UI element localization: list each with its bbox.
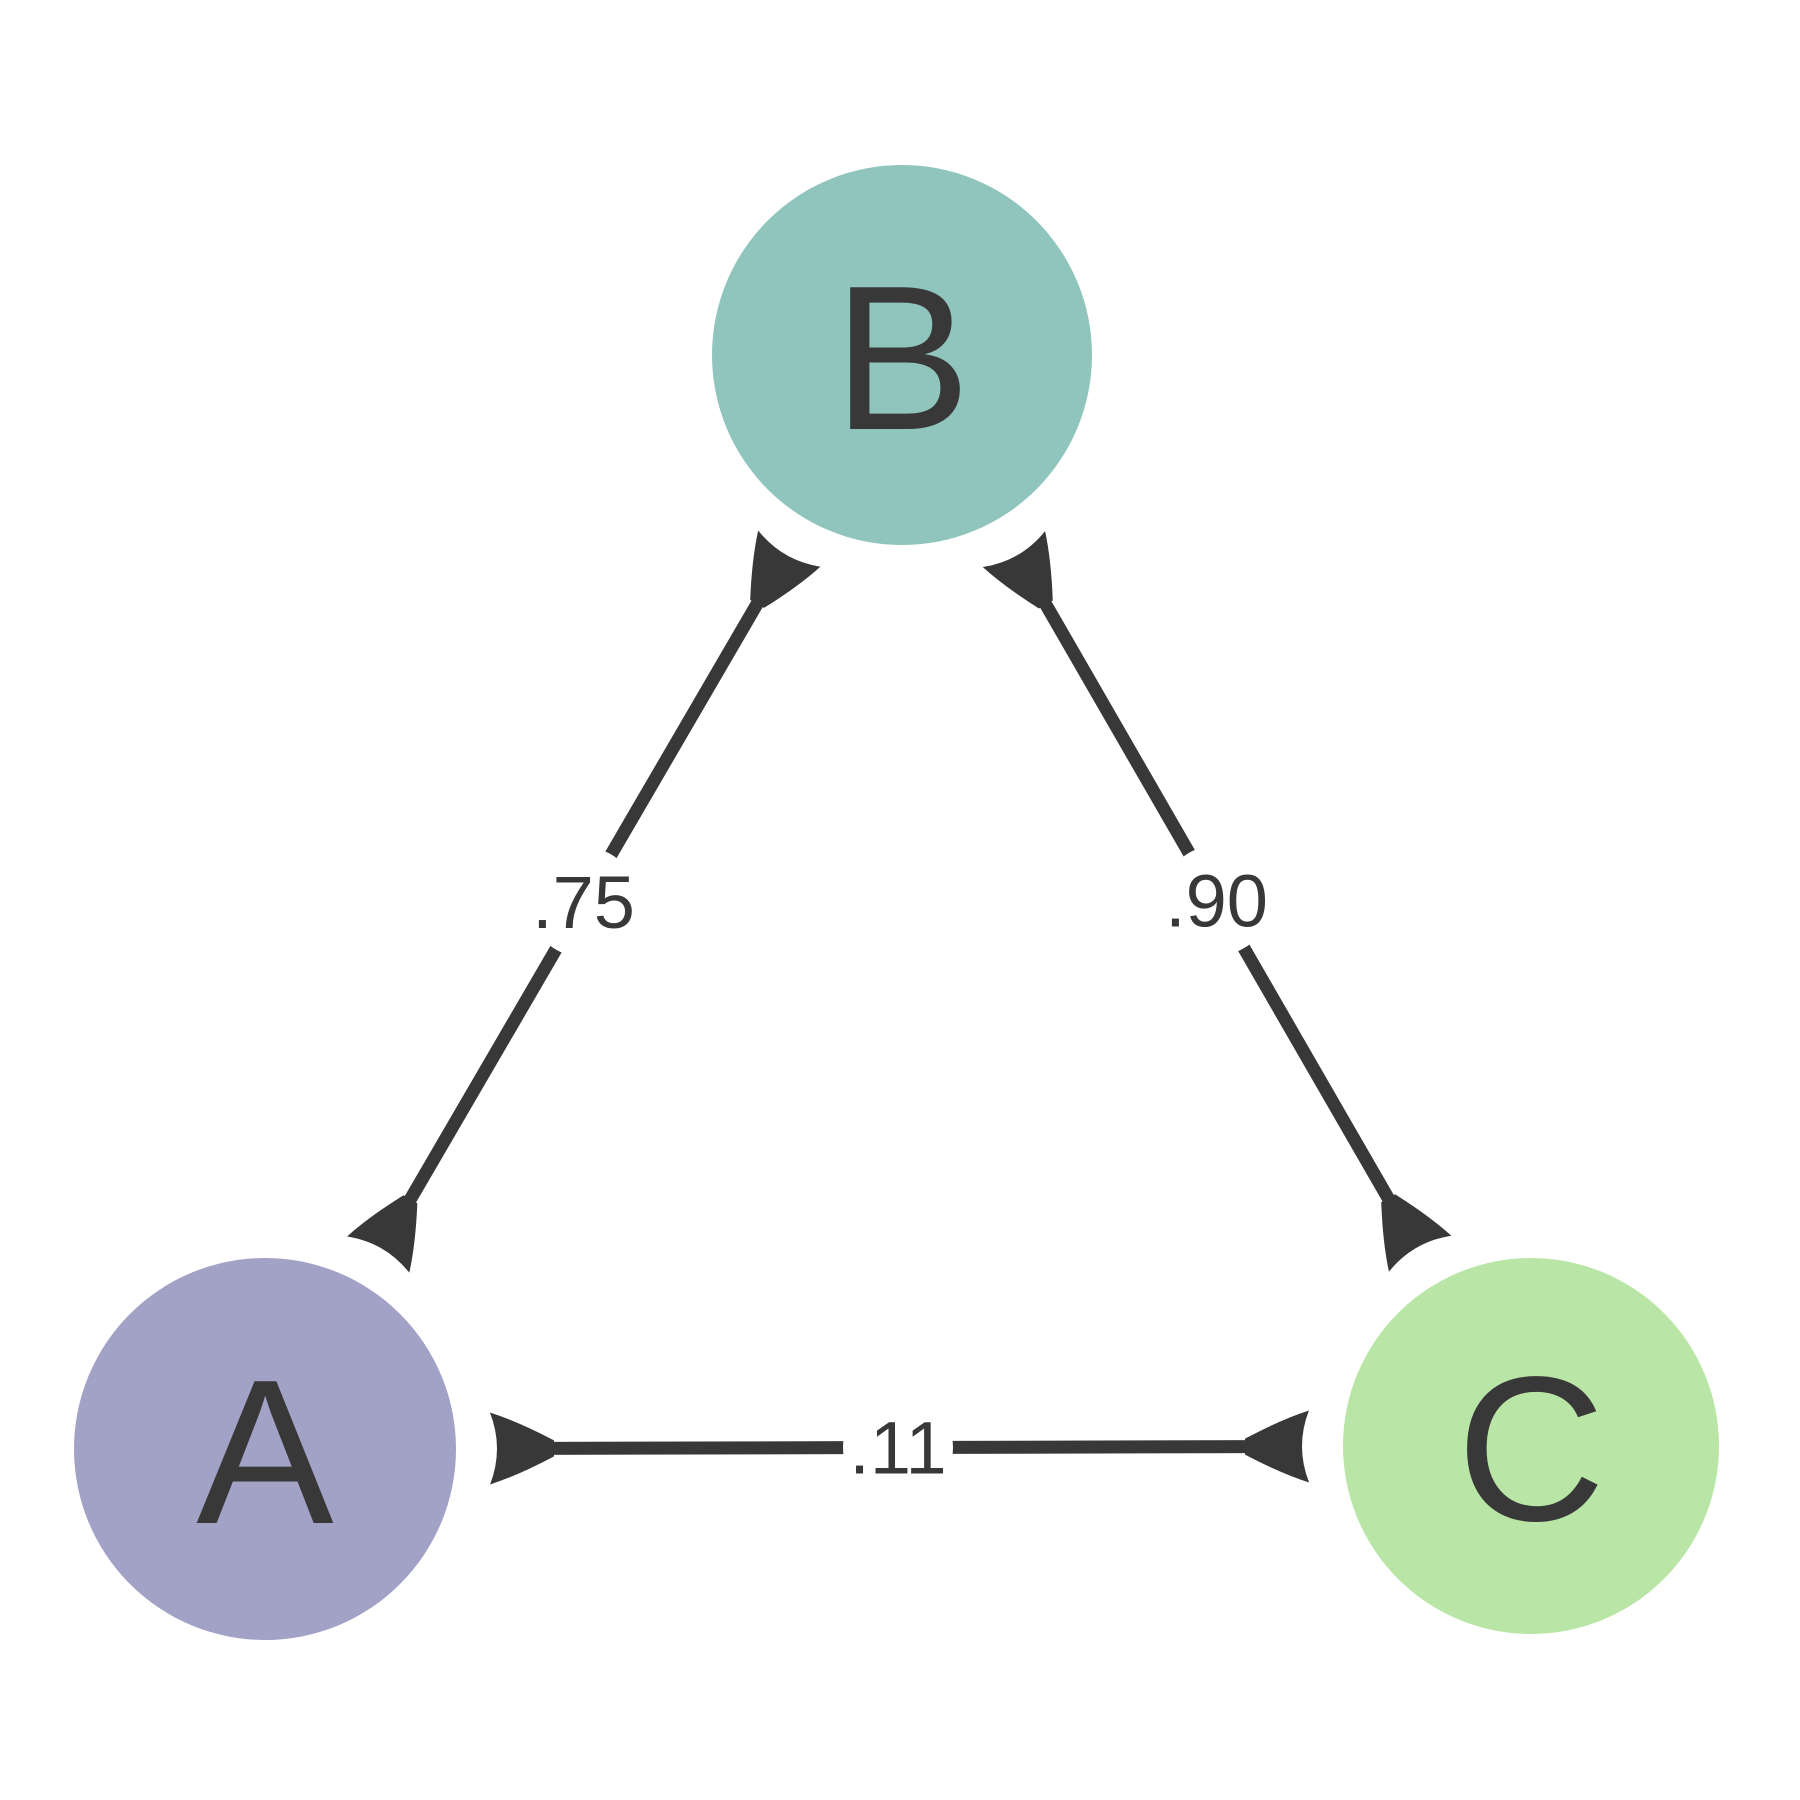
node-circle-B (712, 165, 1092, 545)
node-circle-A (74, 1258, 456, 1640)
node-label-A: A (196, 1337, 333, 1567)
node-C: C (1343, 1258, 1719, 1634)
node-label-C: C (1457, 1334, 1606, 1564)
edge-weight-label-AC: .11 (849, 1407, 946, 1490)
node-circle-C (1343, 1258, 1719, 1634)
node-B: B (712, 165, 1092, 545)
arrowhead-icon-to-B (750, 530, 821, 608)
edge-labels-layer: .75 .90 .11 (528, 845, 1272, 1503)
edge-weight-label-BC: .90 (1165, 860, 1268, 943)
edge-label-window (843, 1392, 953, 1503)
node-label-B: B (833, 243, 970, 473)
arrowhead-icon-to-C (1381, 1194, 1452, 1272)
edge-label-window (1161, 845, 1272, 956)
arrowhead-icon-to-C (1244, 1410, 1310, 1483)
arrowhead-icon-to-A (489, 1412, 555, 1485)
edge-label-window (528, 847, 639, 957)
edges-layer (347, 530, 1452, 1485)
arrowhead-icon-to-B (982, 531, 1053, 609)
edge-weight-label-AB: .75 (532, 861, 635, 944)
nodes-layer: A B C (74, 165, 1719, 1640)
arrowhead-icon-to-A (347, 1195, 418, 1273)
node-A: A (74, 1258, 456, 1640)
